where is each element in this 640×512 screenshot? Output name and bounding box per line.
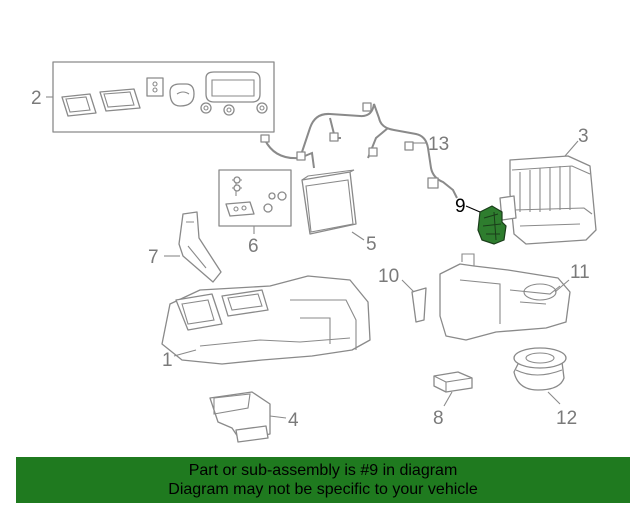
banner-line-1: Part or sub-assembly is #9 in diagram (188, 462, 458, 479)
callout-12: 12 (556, 408, 577, 429)
part-6-hardware-kit[interactable] (218, 169, 292, 227)
callout-3: 3 (578, 126, 589, 147)
part-7-duct[interactable] (178, 211, 222, 283)
callout-4: 4 (288, 410, 299, 431)
part-13-wiring-harness[interactable] (260, 102, 458, 199)
part-12-blower-motor[interactable] (513, 347, 567, 391)
callout-10: 10 (378, 266, 399, 287)
banner-line-2: Diagram may not be specific to your vehi… (168, 481, 478, 498)
part-10-bracket[interactable] (411, 287, 427, 323)
part-4-duct[interactable] (209, 391, 271, 443)
callout-8: 8 (433, 408, 444, 429)
info-banner: Part or sub-assembly is #9 in diagram Di… (16, 457, 630, 503)
part-5-evaporator[interactable] (301, 169, 357, 235)
callout-13: 13 (428, 134, 449, 155)
callout-9: 9 (455, 196, 466, 217)
part-1-main-housing[interactable] (161, 275, 371, 365)
part-8-module[interactable] (433, 371, 473, 393)
callout-7: 7 (148, 247, 159, 268)
part-9-actuator-highlighted[interactable] (477, 205, 507, 245)
callout-2: 2 (31, 88, 42, 109)
part-11-heater-housing[interactable] (439, 253, 571, 341)
part-3-housing[interactable] (499, 155, 597, 245)
callout-1: 1 (162, 350, 173, 371)
callout-6: 6 (248, 236, 259, 257)
parts-diagram: 2 13 3 9 (31, 61, 597, 443)
callout-11: 11 (570, 262, 590, 283)
callout-5: 5 (366, 234, 377, 255)
part-2-kit[interactable] (52, 61, 275, 133)
